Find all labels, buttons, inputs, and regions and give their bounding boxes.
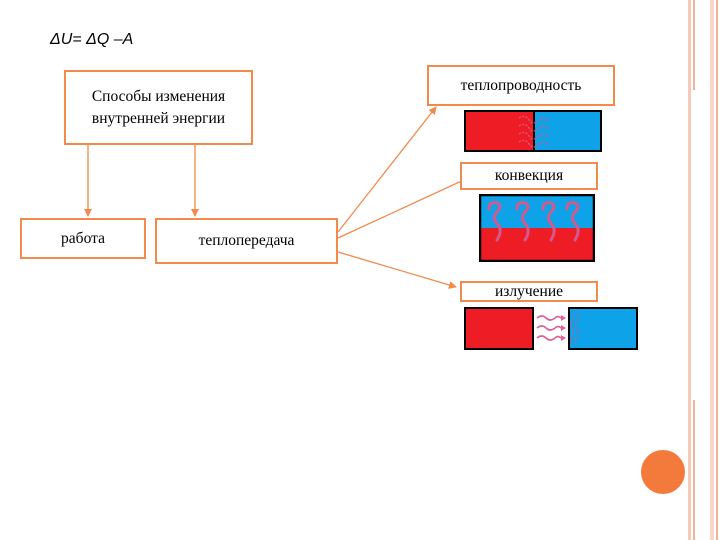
- radiation-illustration: [464, 307, 638, 350]
- decor-stripe: [716, 0, 718, 540]
- node-heat-transfer: теплопередача: [155, 218, 338, 264]
- node-conduction: теплопроводность: [427, 65, 615, 106]
- node-conduction-label: теплопроводность: [460, 76, 582, 94]
- node-energy-change-methods: Способы изменения внутренней энергии: [64, 70, 253, 145]
- conduction-illustration: [464, 110, 602, 152]
- node-convection-label: конвекция: [494, 167, 564, 185]
- decor-stripe: [710, 0, 714, 540]
- decor-stripe: [693, 400, 695, 540]
- node-work: работа: [20, 218, 146, 259]
- node-radiation-label: излучение: [494, 282, 564, 300]
- node-radiation: излучение: [460, 281, 598, 302]
- node-label-line1: Способы изменения: [91, 87, 226, 105]
- node-work-label: работа: [61, 229, 105, 247]
- arrow-to-radiation: [337, 251, 457, 289]
- arrow-to-convection: [337, 177, 469, 239]
- formula-text: ΔU= ΔQ –A: [50, 31, 134, 48]
- decor-circle: [641, 450, 685, 494]
- node-convection: конвекция: [460, 162, 598, 190]
- convection-illustration: [479, 194, 595, 262]
- decor-stripe: [688, 0, 691, 540]
- arrow-to-conduction: [337, 106, 437, 233]
- decor-stripe: [693, 0, 695, 90]
- node-label-line2: внутренней энергии: [91, 109, 226, 127]
- node-heat-transfer-label: теплопередача: [198, 232, 295, 250]
